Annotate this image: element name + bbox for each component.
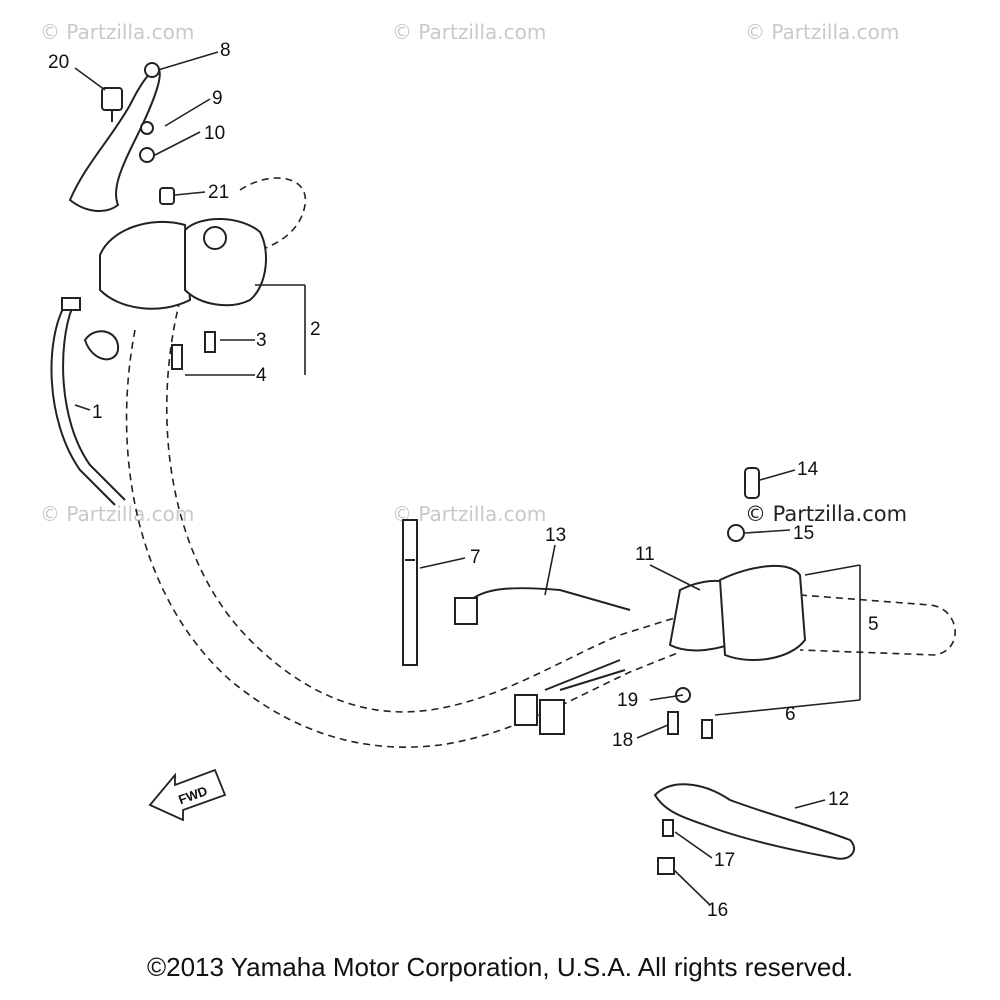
handlebar-outline bbox=[125, 177, 956, 748]
watermark-mid-right: © Partzilla.com bbox=[745, 502, 908, 526]
callout-13: 13 bbox=[545, 525, 566, 546]
callout-17: 17 bbox=[714, 850, 735, 871]
copyright-notice: ©2013 Yamaha Motor Corporation, U.S.A. A… bbox=[146, 952, 854, 982]
callout-3: 3 bbox=[256, 330, 267, 351]
watermark-mid-left: © Partzilla.com bbox=[40, 502, 195, 526]
callout-5: 5 bbox=[868, 614, 879, 635]
wire-harness-13 bbox=[454, 587, 631, 625]
callout-18: 18 bbox=[612, 730, 633, 751]
callout-numbers: 1 2 3 4 5 6 7 8 9 10 11 12 13 14 15 16 1… bbox=[48, 40, 879, 921]
callout-16: 16 bbox=[707, 900, 728, 921]
right-lever-assembly bbox=[653, 467, 855, 875]
callout-10: 10 bbox=[204, 123, 225, 144]
cable-tie bbox=[402, 519, 418, 666]
callout-7: 7 bbox=[470, 547, 481, 568]
leader-lines bbox=[74, 51, 861, 906]
callout-14: 14 bbox=[797, 459, 819, 480]
callout-19: 19 bbox=[617, 690, 638, 711]
callout-15: 15 bbox=[793, 523, 814, 544]
callout-12: 12 bbox=[828, 789, 849, 810]
callout-1: 1 bbox=[92, 402, 103, 423]
callout-20: 20 bbox=[48, 52, 69, 73]
callout-2: 2 bbox=[310, 319, 321, 340]
left-lever-assembly bbox=[50, 62, 267, 506]
fwd-arrow bbox=[148, 768, 227, 822]
watermark-top-center: © Partzilla.com bbox=[392, 20, 547, 44]
connectors bbox=[514, 659, 626, 735]
callout-6: 6 bbox=[785, 704, 796, 725]
callout-8: 8 bbox=[220, 40, 231, 61]
watermark-top-left: © Partzilla.com bbox=[40, 20, 195, 44]
callout-4: 4 bbox=[256, 365, 267, 386]
callout-11: 11 bbox=[635, 544, 655, 565]
callout-9: 9 bbox=[212, 88, 223, 109]
watermark-top-right: © Partzilla.com bbox=[745, 20, 900, 44]
callout-21: 21 bbox=[208, 182, 229, 203]
